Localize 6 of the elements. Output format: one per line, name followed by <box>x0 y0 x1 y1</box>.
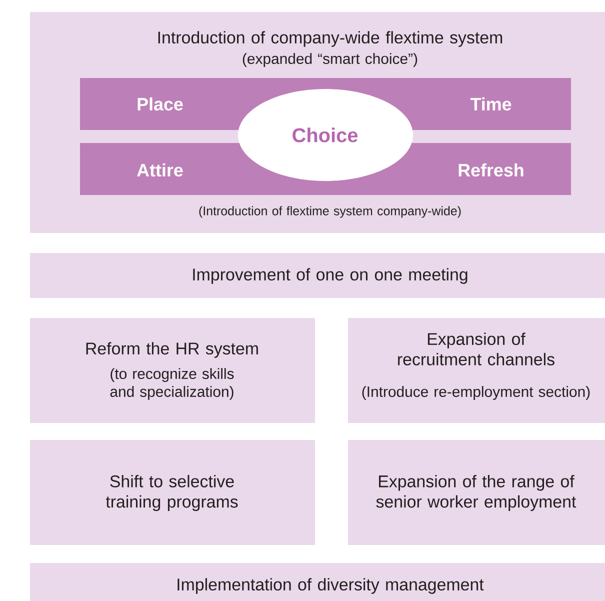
box: Expansion of the range of senior worker employment <box>348 440 605 545</box>
box: Implementation of diversity management <box>30 563 605 601</box>
box: Reform the HR system (to recognize skills and specialization) <box>30 318 315 423</box>
box: Expansion of recruitment channels (Introduce re-employment section) <box>348 318 605 423</box>
box: Improvement of one on one meeting <box>30 253 605 298</box>
box: Shift to selective training programs <box>30 440 315 545</box>
